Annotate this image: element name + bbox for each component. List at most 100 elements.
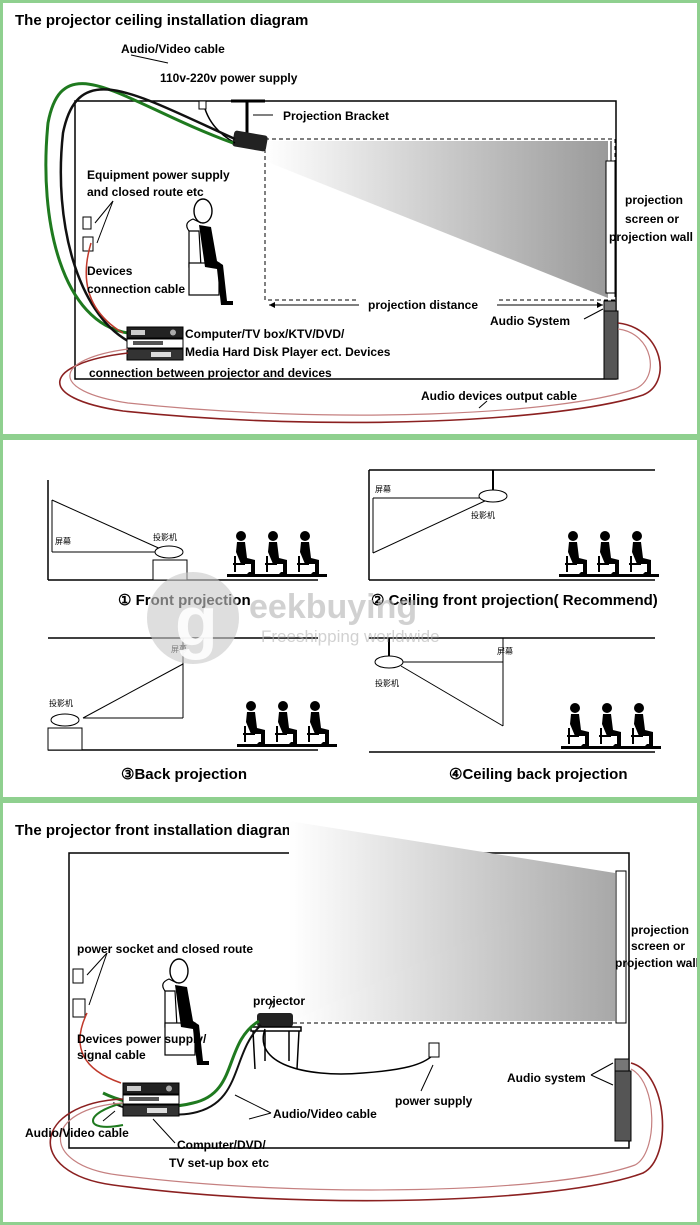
front-diagram-title: The projector front installation diagram	[15, 822, 295, 839]
label-equip-power-1: Equipment power supply	[87, 168, 230, 182]
audio-system-pointer-b	[590, 1074, 614, 1086]
front-wall-socket-bottom	[72, 998, 86, 1018]
projection-methods-panel: 屏幕 投影机 ① Front projection 屏幕 投影机 ② Ceili…	[0, 437, 700, 800]
front-seated-viewer	[162, 958, 210, 1066]
ceiling-back-projection-scene: 屏幕 投影机	[369, 637, 661, 753]
front-audio-cable-outer	[49, 1062, 664, 1202]
front-beam-shade	[293, 873, 615, 1021]
label-screen-2: screen or	[625, 212, 679, 226]
distance-arrow-left-head	[269, 302, 275, 308]
front-screen-cjk: 屏幕	[55, 536, 71, 546]
front-wall-socket-top	[72, 968, 84, 984]
socket-pointer-a	[86, 952, 108, 976]
label-devices-cable-2: connection cable	[87, 282, 185, 296]
label-front-devices-2: TV set-up box etc	[169, 1156, 269, 1170]
ceiling-diagram-title: The projector ceiling installation diagr…	[15, 12, 308, 29]
ceiling-installation-panel: The projector ceiling installation diagr…	[0, 0, 700, 437]
audio-speaker-tower	[603, 310, 619, 380]
caption-back-projection: ③Back projection	[121, 766, 247, 783]
label-front-screen-1: projection	[631, 923, 689, 937]
distance-arrow-right-head	[597, 302, 603, 308]
label-devices-power-1: Devices power supply/	[77, 1032, 207, 1046]
label-projection-distance: projection distance	[368, 298, 478, 312]
label-audio-system: Audio System	[490, 314, 570, 328]
ceiling-back-projector-cjk: 投影机	[375, 678, 399, 688]
wall-socket-bottom	[82, 236, 94, 252]
front-power-outlet	[428, 1042, 440, 1058]
room-outline	[74, 100, 617, 380]
label-front-screen-2: screen or	[631, 939, 685, 953]
front-installation-diagram: The projector front installation diagram	[15, 821, 697, 1202]
label-audio-output: Audio devices output cable	[421, 389, 577, 403]
audio-output-pointer	[478, 400, 488, 409]
label-front-screen-3: projection wall	[615, 956, 697, 970]
projector-table	[250, 1026, 302, 1070]
front-projection-screen	[615, 870, 627, 1024]
watermark-tagline: Freeshipping worldwide	[261, 627, 440, 646]
label-front-av-cable-2: Audio/Video cable	[25, 1126, 129, 1140]
av-cable-black	[59, 88, 236, 343]
audio-output-cable-inner	[69, 328, 651, 416]
front-power-cable	[262, 1028, 434, 1075]
label-front-devices-1: Computer/DVD/	[177, 1138, 266, 1152]
label-equip-power-2: and closed route etc	[87, 185, 204, 199]
back-projector-cjk: 投影机	[49, 698, 73, 708]
av-cable-pointer-b	[248, 1112, 272, 1120]
watermark-brand: eekbuying	[249, 588, 417, 626]
label-front-audio-system: Audio system	[507, 1071, 586, 1085]
caption-ceiling-back-projection: ④Ceiling back projection	[449, 766, 627, 783]
av-cable-pointer-a	[234, 1094, 272, 1114]
devices-connection-cable	[85, 242, 124, 334]
av-cable-pointer	[130, 54, 169, 64]
label-front-av-cable-1: Audio/Video cable	[273, 1107, 377, 1121]
label-power-supply: 110v-220v power supply	[160, 71, 298, 85]
projection-screen	[605, 160, 616, 294]
front-audio-speaker-top	[614, 1058, 630, 1072]
label-devices-1: Computer/TV box/KTV/DVD/	[185, 327, 345, 341]
power-supply-pointer	[420, 1064, 434, 1092]
wall-socket-top	[82, 216, 92, 230]
watermark: g eekbuying Freeshipping worldwide	[147, 572, 440, 664]
ceiling-installation-diagram: The projector ceiling installation diagr…	[15, 12, 693, 424]
audio-output-cable-outer	[59, 322, 661, 424]
label-devices-power-2: signal cable	[77, 1048, 146, 1062]
front-projection-scene: 屏幕 投影机	[47, 480, 327, 581]
ceiling-front-screen-cjk: 屏幕	[375, 484, 391, 494]
projection-beam	[265, 141, 608, 298]
label-devices-cable-1: Devices	[87, 264, 133, 278]
label-connection: connection between projector and devices	[89, 366, 332, 380]
front-av-cable-loop	[92, 1102, 124, 1128]
audio-system-pointer-a	[590, 1062, 614, 1076]
ceiling-projector	[232, 130, 268, 152]
projector-pointer	[268, 1000, 274, 1010]
media-devices-stack	[126, 326, 184, 361]
caption-ceiling-front-projection: ② Ceiling front projection( Recommend)	[371, 592, 658, 609]
front-audio-cable-inner	[59, 1068, 653, 1191]
av-cable-green	[44, 82, 234, 335]
audio-speaker-top	[603, 300, 617, 312]
power-outlet	[198, 100, 207, 110]
watermark-initial: g	[175, 582, 218, 660]
projection-methods-diagram: 屏幕 投影机 ① Front projection 屏幕 投影机 ② Ceili…	[47, 469, 697, 783]
front-projector	[257, 1013, 293, 1027]
front-audio-speaker-tower	[614, 1070, 632, 1142]
label-power-socket: power socket and closed route	[77, 942, 253, 956]
label-av-cable: Audio/Video cable	[121, 42, 225, 56]
av-cable-label-pointer	[102, 1110, 116, 1122]
seated-viewer	[186, 198, 234, 306]
front-installation-panel: The projector front installation diagram	[0, 800, 700, 1225]
label-devices-2: Media Hard Disk Player ect. Devices	[185, 345, 391, 359]
ceiling-back-screen-cjk: 屏幕	[497, 646, 513, 656]
label-front-power-supply: power supply	[395, 1094, 473, 1108]
audio-system-pointer	[583, 308, 604, 320]
distance-label-bg	[359, 297, 497, 313]
devices-pointer	[152, 1118, 176, 1144]
front-projector-cjk: 投影机	[153, 532, 177, 542]
label-screen-3: projection wall	[609, 230, 693, 244]
ceiling-front-projector-cjk: 投影机	[471, 510, 495, 520]
label-bracket: Projection Bracket	[283, 109, 389, 123]
front-devices-power-cable	[79, 1012, 122, 1084]
equipment-pointer-a	[94, 200, 114, 224]
label-projector: projector	[253, 994, 305, 1008]
front-media-devices-stack	[122, 1082, 180, 1117]
